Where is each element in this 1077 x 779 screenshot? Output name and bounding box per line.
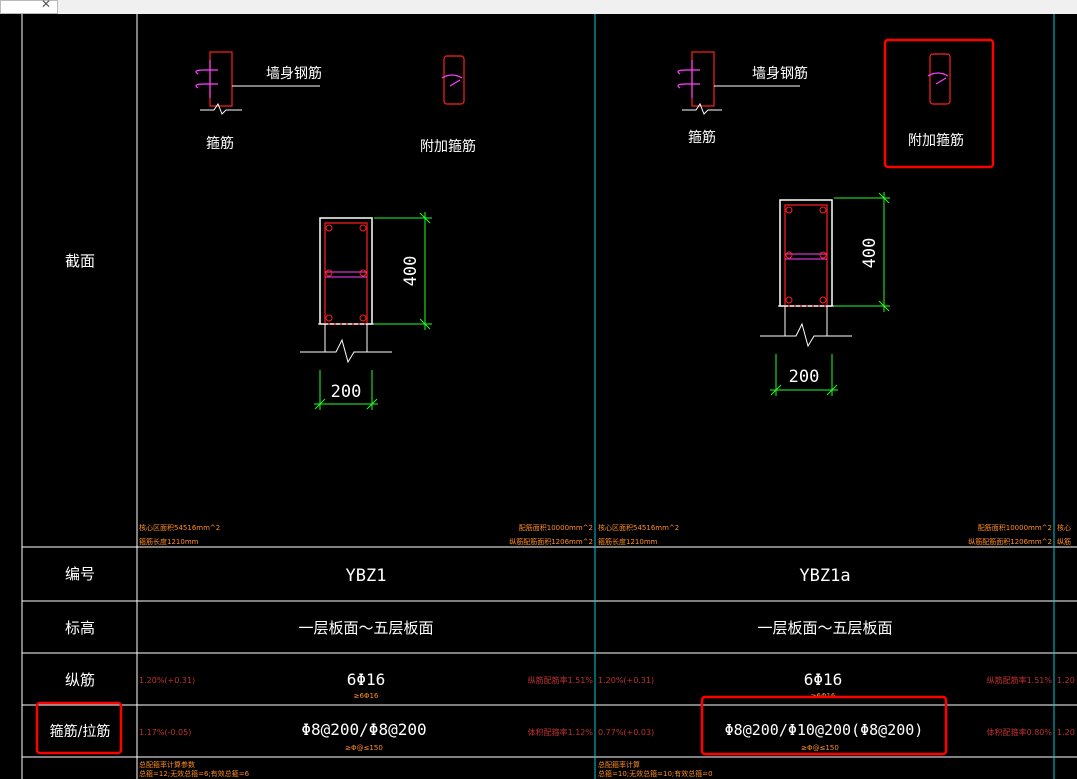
note-stirrup-length-2: 箍筋长度1210mm <box>598 537 658 546</box>
stirrup-legend-symbol <box>195 51 320 115</box>
document-tab[interactable]: ✕ <box>0 0 58 14</box>
cell-bottom-note-2-2: 总箍=10;无效总箍=10;有效总箍=0 <box>598 769 713 778</box>
highlight-box-stirrup-label <box>35 701 123 755</box>
highlight-box-stirrup-value <box>700 695 948 756</box>
callout-wall-rebar-2: 墙身钢筋 <box>752 65 808 82</box>
partial-note-2: 纵筋 <box>1057 537 1071 546</box>
additional-stirrup-symbol <box>441 55 465 105</box>
cell-stirrup-left-2: 0.77%(+0.03) <box>598 728 654 737</box>
cell-stirrup-2: Φ8@200/Φ10@200(Φ8@200) <box>725 721 924 739</box>
dimension-lines-ybz1 <box>314 212 432 410</box>
row-label-number: 编号 <box>65 565 95 583</box>
cell-longitudinal-right: 纵筋配筋率1.51% <box>528 675 594 685</box>
cell-stirrup-right-2: 体积配箍率0.80% <box>987 727 1053 737</box>
section-detail-ybz1 <box>300 217 392 364</box>
cell-longitudinal-left: 1.20%(+0.31) <box>139 676 195 685</box>
additional-stirrup-symbol-2 <box>927 53 951 105</box>
partial-stirrup-left: 1.20 <box>1057 728 1075 737</box>
cell-longitudinal-right-2: 纵筋配筋率1.51% <box>987 675 1053 685</box>
note-core-area-2: 核心区面积54516mm^2 <box>598 523 679 532</box>
cell-stirrup-right: 体积配箍率1.12% <box>528 727 594 737</box>
cell-stirrup-left: 1.17%(-0.05) <box>139 728 191 737</box>
column-ybz1: 墙身钢筋 箍筋 附加箍筋 <box>139 51 594 778</box>
column-partial: 核心 纵筋 1.20 1.20 <box>1057 523 1075 737</box>
callout-additional-stirrup-2: 附加箍筋 <box>908 132 964 149</box>
cad-drawing-canvas[interactable]: 截面 编号 标高 纵筋 箍筋/拉筋 墙身钢筋 箍筋 附加箍筋 <box>0 14 1077 779</box>
cell-longitudinal-sub: ≥6Φ16 <box>354 692 379 700</box>
row-label-stirrup: 箍筋/拉筋 <box>50 723 111 740</box>
highlight-box-additional-stirrup <box>883 38 995 169</box>
cell-stirrup-sub: ≥Φ@≤150 <box>345 744 383 752</box>
dimension-horizontal: 200 <box>331 382 362 402</box>
note-stirrup-length: 箍筋长度1210mm <box>139 537 199 546</box>
cell-elevation: 一层板面～五层板面 <box>298 619 433 637</box>
callout-wall-rebar: 墙身钢筋 <box>266 65 322 82</box>
partial-note-1: 核心 <box>1057 523 1071 532</box>
dimension-lines-ybz1a <box>770 192 890 396</box>
cell-longitudinal: 6Φ16 <box>347 670 386 689</box>
table-grid <box>21 14 1077 779</box>
cell-bottom-note-2: 总箍=12;无效总箍=6;有效总箍=6 <box>139 769 250 778</box>
callout-stirrup-2: 箍筋 <box>688 129 716 146</box>
note-core-area: 核心区面积54516mm^2 <box>139 523 220 532</box>
dimension-horizontal-2: 200 <box>789 367 820 387</box>
section-detail-ybz1a <box>760 199 852 348</box>
cell-longitudinal-2: 6Φ16 <box>804 670 843 689</box>
cell-stirrup-sub-2: ≥Φ@≤150 <box>801 744 839 752</box>
note-longitudinal-area: 纵筋配筋面积1206mm^2 <box>509 537 593 546</box>
callout-stirrup: 箍筋 <box>206 135 234 152</box>
note-rebar-area: 配筋面积10000mm^2 <box>519 523 593 532</box>
cell-bottom-note-1-2: 总配箍率计算 <box>598 760 640 769</box>
note-rebar-area-2: 配筋面积10000mm^2 <box>978 523 1052 532</box>
partial-longitudinal-left: 1.20 <box>1057 676 1075 685</box>
column-dividers <box>594 14 1055 779</box>
dimension-vertical-2: 400 <box>860 238 880 269</box>
dimension-vertical: 400 <box>401 256 421 287</box>
close-icon[interactable]: ✕ <box>41 0 52 11</box>
cell-longitudinal-left-2: 1.20%(+0.31) <box>598 676 654 685</box>
cell-elevation-2: 一层板面～五层板面 <box>757 619 892 637</box>
row-label-section: 截面 <box>65 252 95 270</box>
callout-additional-stirrup: 附加箍筋 <box>420 138 476 155</box>
cell-stirrup: Φ8@200/Φ8@200 <box>301 720 426 739</box>
note-longitudinal-area-2: 纵筋配筋面积1206mm^2 <box>968 537 1052 546</box>
stirrup-legend-symbol-2 <box>677 51 800 115</box>
row-label-longitudinal: 纵筋 <box>65 671 95 689</box>
cell-bottom-note-1: 总配箍率计算参数 <box>139 760 195 769</box>
cell-number: YBZ1 <box>346 566 387 586</box>
cell-number-2: YBZ1a <box>799 566 850 586</box>
top-toolbar-strip: ✕ <box>0 0 1077 14</box>
column-ybz1a: 墙身钢筋 箍筋 附加箍筋 <box>598 38 1053 778</box>
row-label-elevation: 标高 <box>65 619 95 637</box>
